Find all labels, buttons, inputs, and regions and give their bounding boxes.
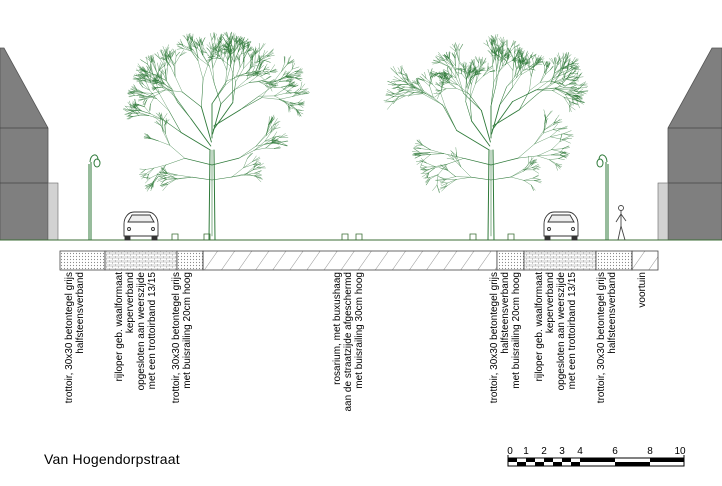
car-right [543, 211, 579, 241]
pedestrian [615, 205, 627, 241]
scale-tick-2: 2 [541, 446, 547, 457]
scale-tick-3: 3 [559, 446, 565, 457]
tree-right [383, 34, 589, 241]
scale-tick-8: 8 [647, 446, 653, 457]
street-lamp-right [596, 154, 609, 240]
profile-strip [59, 250, 659, 271]
label-voortuin: voortuin [637, 272, 648, 308]
scale-tick-4: 4 [577, 446, 583, 457]
scale-bar [507, 455, 685, 467]
right-building [657, 47, 722, 241]
scale-tick-10: 10 [674, 446, 686, 457]
tree-left [123, 31, 310, 241]
scale-tick-0: 0 [507, 446, 513, 457]
street-name-title: Van Hogendorpstraat [44, 451, 180, 467]
car-left [123, 211, 159, 241]
curb-marks [171, 233, 515, 240]
left-building [0, 47, 59, 241]
scale-tick-6: 6 [612, 446, 618, 457]
street-lamp-left [88, 154, 101, 240]
scale-tick-1: 1 [523, 446, 529, 457]
